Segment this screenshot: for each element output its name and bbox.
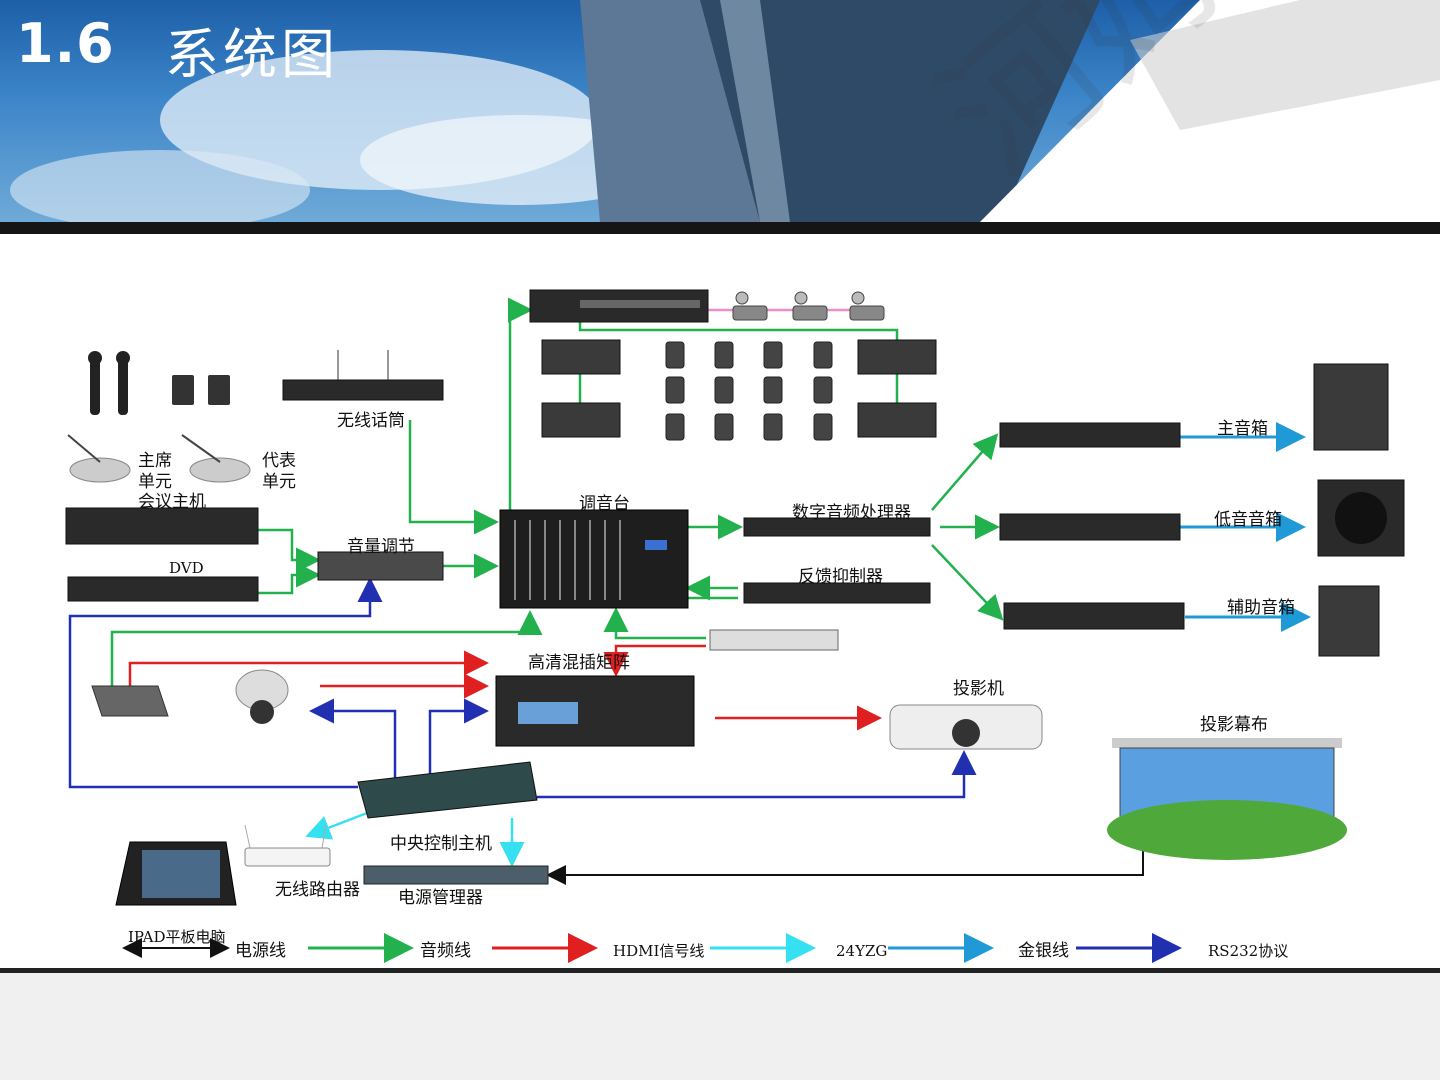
- label-aux-speaker: 辅助音箱: [1227, 598, 1295, 618]
- receiver-units: [665, 341, 833, 441]
- page-title: 系统图: [165, 23, 339, 86]
- rs232-lines: [68, 577, 977, 799]
- label-projector: 投影机: [953, 679, 1004, 699]
- label-mixer: 调音台: [579, 494, 630, 514]
- legend-label-hdmi: HDMI信号线: [613, 942, 704, 960]
- handheld-mics: [88, 351, 130, 415]
- legend-label-24yzg: 24YZG: [836, 942, 887, 960]
- label-router: 无线路由器: [275, 880, 360, 900]
- footer-divider: [0, 968, 1440, 973]
- mixer-console: [499, 509, 689, 609]
- conference-controller: [529, 289, 709, 323]
- header-banner: 1.6 系统图: [0, 0, 1440, 222]
- feedback-suppressor: [743, 582, 931, 604]
- label-main-speaker: 主音箱: [1217, 419, 1268, 439]
- projection-screen: [1107, 738, 1347, 860]
- label-screen: 投影幕布: [1200, 715, 1268, 735]
- floor-box: [91, 685, 169, 717]
- legend-label-gold-silver: 金银线: [1018, 941, 1069, 961]
- wireless-receiver: [282, 350, 444, 401]
- radiators: [541, 339, 937, 438]
- central-control-device: [357, 761, 538, 819]
- legend-label-audio: 音频线: [420, 941, 471, 961]
- dvd-player: [67, 576, 259, 602]
- power-lines: [546, 830, 1144, 885]
- hd-matrix: [495, 675, 695, 747]
- label-chair-unit-2: 单元: [138, 472, 172, 492]
- chair-unit-icon: [67, 434, 131, 483]
- hdmi-lines: [128, 644, 882, 731]
- footer-area: [0, 973, 1440, 1080]
- switch-unit: [709, 629, 839, 651]
- label-ipad: IPAD平板电脑: [128, 928, 226, 946]
- legend: 电源线 音频线 HDMI信号线 24YZG 金银线 RS232协议: [122, 933, 1288, 963]
- delegate-unit-icon: [181, 434, 251, 483]
- volume-controller: [317, 551, 444, 581]
- label-wireless-mic: 无线话筒: [337, 411, 405, 431]
- label-chair-unit-1: 主席: [138, 451, 172, 471]
- label-conference-host: 会议主机: [138, 492, 206, 512]
- speakers: [1313, 363, 1405, 657]
- camera: [235, 669, 289, 724]
- legend-label-power: 电源线: [235, 941, 286, 961]
- amplifiers: [999, 422, 1185, 630]
- label-central-control: 中央控制主机: [390, 834, 492, 854]
- label-delegate-unit-2: 单元: [262, 472, 296, 492]
- label-volume-control: 音量调节: [347, 537, 415, 557]
- label-delegate-unit-1: 代表: [262, 451, 296, 471]
- sky-building-image: [10, 0, 1440, 222]
- svg-text:河姆渡: 河姆渡: [911, 0, 1368, 208]
- section-number: 1.6: [16, 12, 115, 75]
- projector-device: [889, 704, 1043, 750]
- conference-mics-top: [732, 291, 885, 321]
- power-manager-device: [363, 865, 549, 885]
- legend-label-rs232: RS232协议: [1208, 942, 1288, 960]
- bodypack-transmitters: [172, 375, 230, 405]
- label-dsp: 数字音频处理器: [792, 503, 911, 523]
- speaker-lines: [1180, 422, 1311, 632]
- conference-host-unit: [65, 507, 259, 545]
- label-feedback: 反馈抑制器: [798, 567, 883, 587]
- label-sub-speaker: 低音音箱: [1214, 510, 1282, 530]
- router-device: [244, 824, 331, 867]
- header-divider: [0, 222, 1440, 234]
- label-dvd: DVD: [169, 559, 204, 577]
- label-power-manager: 电源管理器: [398, 888, 483, 908]
- dsp-unit: [743, 517, 931, 537]
- label-matrix: 高清混插矩阵: [528, 653, 630, 673]
- ipad-device: [115, 841, 237, 906]
